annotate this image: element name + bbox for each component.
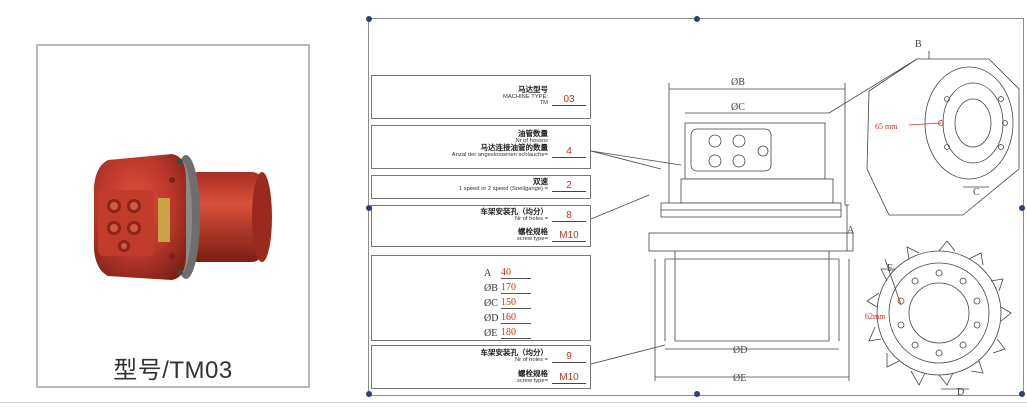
motor-photo — [94, 154, 272, 280]
technical-drawing: ØB ØC A ØD ØE — [366, 16, 1025, 397]
callout-b: B — [915, 39, 922, 50]
dim-c-label: ØC — [731, 102, 745, 113]
model-label: 型号/TM03 — [113, 357, 233, 384]
hoses-en: Nr of hossos — [515, 137, 548, 144]
sprocket-bolt-en: screw type= — [516, 377, 548, 384]
hoses-row: 油管数量 Nr of hossos 马达连接油管的数量 Anzal der an… — [452, 130, 586, 158]
callout-d: D — [957, 387, 964, 397]
drawing-lines: ØB ØC A ØD ØE — [590, 39, 1020, 397]
dim-b-label: ØB — [731, 77, 745, 88]
sprocket-holes-value: 9 — [552, 351, 586, 363]
section-divider — [0, 402, 1027, 403]
hub-mm: 65 mm — [875, 122, 898, 131]
speed-row: 双速 1 speed or 2 speed (Snellgange) = 2 — [459, 178, 586, 192]
spec-sprocket-holes: 车架安装孔（均分） Nr of holes = 9 螺栓规格 screw typ… — [371, 345, 591, 389]
callout-c: C — [973, 187, 980, 198]
machine-type-en2: TM — [539, 99, 548, 106]
sprocket-bolt-zh: 螺栓规格 — [518, 369, 548, 378]
speed-zh: 双速 — [533, 177, 548, 186]
resize-handle-bottom[interactable] — [694, 391, 700, 397]
hoses-value: 4 — [552, 146, 586, 158]
callout-e: E — [887, 263, 893, 274]
sprocket-holes-zh: 车架安装孔（均分） — [480, 348, 549, 357]
resize-handle-top[interactable] — [694, 16, 700, 22]
frame-holes-row: 车架安装孔（均分） Nr of holes = 8 — [480, 207, 586, 222]
resize-handle-top-left[interactable] — [366, 16, 372, 22]
frame-bolt-value: M10 — [552, 230, 586, 242]
resize-handle-bottom-right[interactable] — [1019, 391, 1025, 397]
sprocket-mm: 62mm — [865, 312, 886, 321]
hoses-zh: 油管数量 — [518, 129, 548, 138]
spec-hoses: 油管数量 Nr of hossos 马达连接油管的数量 Anzal der an… — [371, 125, 591, 169]
spec-machine-type: 马达型号 MACHINE TYPE: TM 03 — [371, 75, 591, 119]
frame-bolt-zh: 螺栓规格 — [518, 227, 548, 236]
frame-bolt-row: 螺栓规格 screw type= M10 — [517, 228, 586, 242]
speed-en: 1 speed or 2 speed (Snellgange) = — [458, 185, 548, 192]
dim-a-label: A — [847, 225, 855, 236]
dim-d-label: ØD — [733, 345, 747, 356]
sprocket-holes-en: Nr of holes = — [514, 356, 548, 363]
spec-frame-holes: 车架安装孔（均分） Nr of holes = 8 螺栓规格 screw typ… — [371, 205, 591, 247]
machine-type-value: 03 — [552, 95, 586, 107]
frame-holes-zh: 车架安装孔（均分） — [480, 207, 549, 216]
hoses-en2: Anzal der angeslossenen schlauche= — [451, 151, 548, 158]
frame-holes-en: Nr of holes = — [514, 215, 548, 222]
sprocket-bolt-row: 螺栓规格 screw type= M10 — [517, 370, 586, 384]
resize-handle-left[interactable] — [366, 205, 372, 211]
sprocket-bolt-value: M10 — [552, 372, 586, 384]
product-card[interactable]: 型号/TM03 — [36, 44, 310, 388]
dim-e-label: ØE — [733, 373, 746, 384]
resize-handle-right[interactable] — [1019, 205, 1025, 211]
machine-type-zh: 马达型号 — [518, 85, 548, 94]
frame-holes-value: 8 — [552, 210, 586, 222]
resize-handle-bottom-left[interactable] — [366, 391, 372, 397]
machine-type-row: 马达型号 MACHINE TYPE: TM 03 — [503, 85, 586, 107]
machine-type-en: MACHINE TYPE: — [503, 93, 548, 100]
hoses-zh2: 马达连接油管的数量 — [480, 142, 549, 152]
frame-bolt-en: screw type= — [516, 235, 548, 242]
sprocket-holes-row: 车架安装孔（均分） Nr of holes = 9 — [480, 348, 586, 363]
speed-value: 2 — [552, 180, 586, 192]
spec-speed: 双速 1 speed or 2 speed (Snellgange) = 2 — [371, 175, 591, 199]
